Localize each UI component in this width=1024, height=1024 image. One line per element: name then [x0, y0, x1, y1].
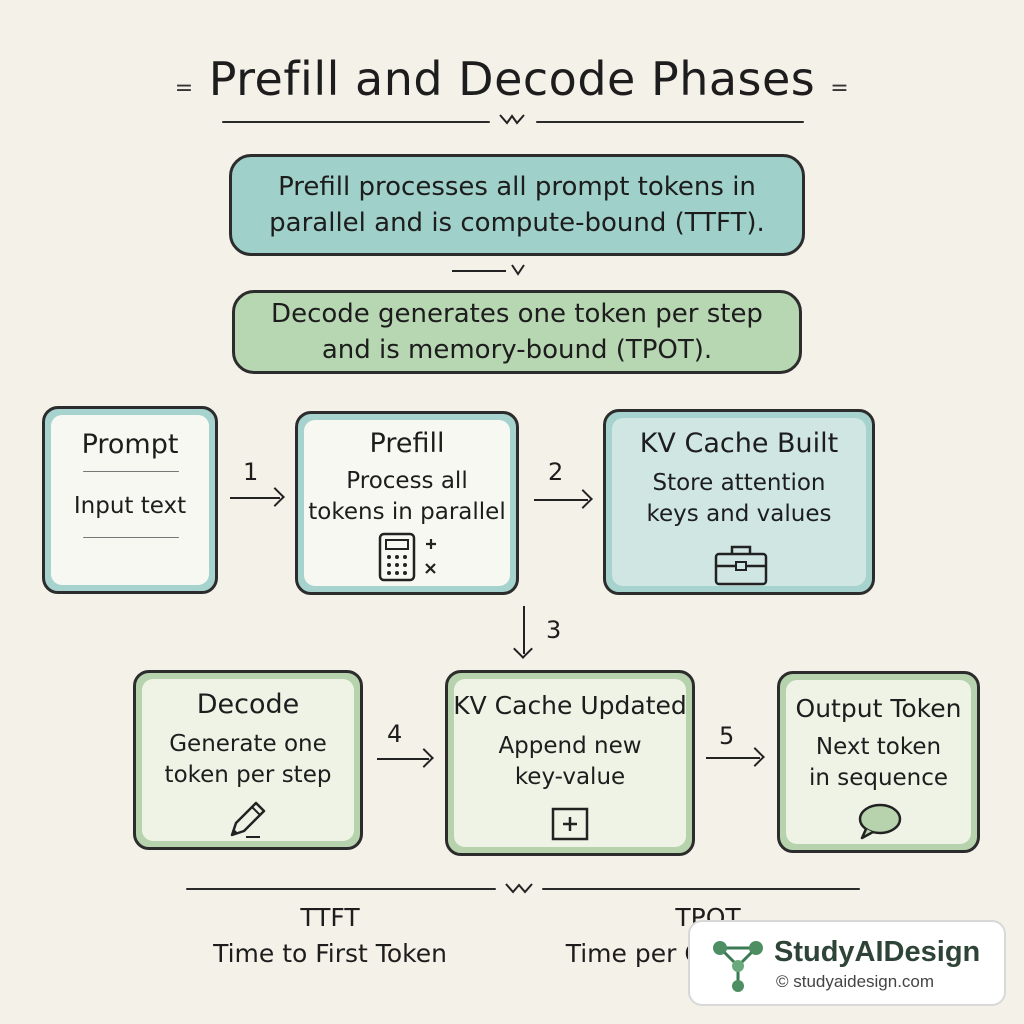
network-logo-icon: [713, 941, 763, 992]
prompt-box-inner: [51, 415, 209, 585]
ttft-full: Time to First Token: [213, 939, 447, 968]
title-left-dash-icon: =: [174, 76, 209, 101]
step-3-label: 3: [546, 616, 562, 644]
prompt-divider-top: [83, 471, 179, 472]
prefill-box-title: Prefill: [369, 428, 445, 459]
decode-box-title: Decode: [196, 689, 300, 720]
prefill-box-inner: [304, 420, 510, 586]
legend-chevron-icon: [505, 883, 533, 894]
ttft-abbr: TTFT: [300, 903, 360, 932]
step-5-label: 5: [719, 722, 735, 750]
prompt-box: Prompt Input text: [42, 406, 218, 594]
kv-cache-updated-subtitle: Append new key-value: [498, 733, 642, 790]
kv-cache-built-title: KV Cache Built: [639, 428, 839, 459]
speech-bubble-icon: [858, 803, 902, 840]
kv-cache-built-subtitle: Store attention keys and values: [646, 470, 832, 527]
title-text: Prefill and Decode Phases: [208, 52, 816, 106]
prefill-summary-text: Prefill processes all prompt tokens in p…: [269, 172, 765, 238]
step-2-label: 2: [548, 458, 564, 486]
kv-cache-built-box-inner: [612, 418, 866, 586]
kv-cache-built-box: KV Cache Built Store attention keys and …: [603, 409, 875, 595]
output-token-title: Output Token: [795, 694, 962, 723]
prompt-divider-bottom: [83, 537, 179, 538]
watermark-badge: StudyAIDesign © studyaidesign.com: [688, 920, 1006, 1006]
kv-cache-updated-title: KV Cache Updated: [453, 691, 687, 720]
decode-box-inner: [142, 679, 354, 841]
plus-square-icon: [551, 807, 589, 841]
step-2-arrow: [534, 499, 588, 501]
step-3-arrow: [523, 606, 525, 654]
prefill-summary-banner: Prefill processes all prompt tokens in p…: [229, 154, 805, 256]
step-4-label: 4: [387, 720, 403, 748]
page-title: = Prefill and Decode Phases =: [0, 52, 1024, 106]
watermark-url: © studyaidesign.com: [776, 972, 935, 991]
prompt-box-title: Prompt: [81, 429, 179, 460]
legend-divider-right: [542, 888, 860, 890]
ttft-legend: TTFT Time to First Token: [180, 900, 480, 972]
decode-summary-text: Decode generates one token per step and …: [271, 299, 763, 365]
decode-summary-banner: Decode generates one token per step and …: [232, 290, 802, 374]
step-1-label: 1: [243, 458, 259, 486]
step-5-arrow: [706, 757, 760, 759]
prefill-box: Prefill Process all tokens in parallel: [295, 411, 519, 595]
title-right-dash-icon: =: [815, 76, 850, 101]
prompt-box-subtitle: Input text: [73, 493, 187, 519]
watermark-brand: StudyAIDesign: [774, 936, 981, 968]
toolbox-icon: [714, 545, 768, 586]
calculator-icon: [378, 532, 436, 582]
decode-box: Decode Generate one token per step: [133, 670, 363, 850]
legend-divider-left: [186, 888, 496, 890]
pencil-icon: [230, 801, 266, 838]
output-token-box: Output Token Next token in sequence: [777, 671, 980, 853]
step-4-arrow: [377, 758, 429, 760]
banner-connector-arrow: [452, 264, 525, 276]
step-1-arrow: [230, 497, 280, 499]
kv-cache-updated-box: KV Cache Updated Append new key-value: [445, 670, 695, 856]
title-underline-left: [222, 121, 490, 123]
prefill-box-subtitle: Process all tokens in parallel: [308, 468, 506, 525]
output-token-subtitle: Next token in sequence: [808, 734, 949, 791]
title-underline-right: [536, 121, 804, 123]
title-chevron-icon: [499, 114, 525, 125]
decode-box-subtitle: Generate one token per step: [164, 731, 332, 788]
